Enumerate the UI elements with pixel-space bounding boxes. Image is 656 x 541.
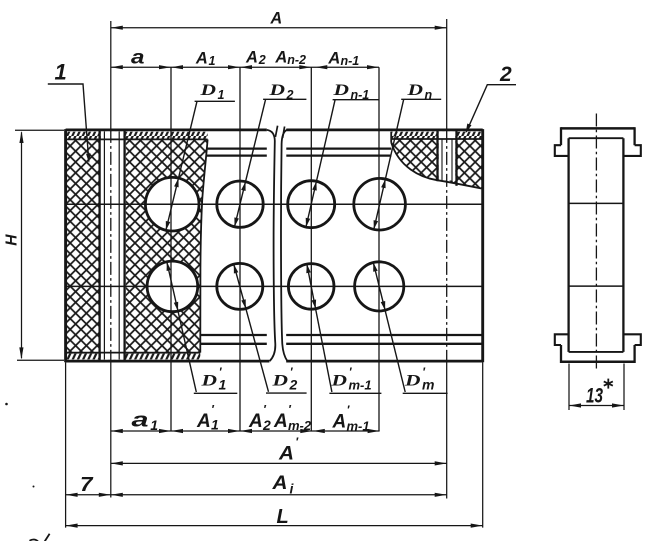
svg-text:A: A bbox=[278, 444, 294, 465]
svg-text:1: 1 bbox=[55, 59, 67, 84]
svg-text:1: 1 bbox=[219, 377, 227, 393]
svg-text:A: A bbox=[270, 10, 283, 28]
svg-text:′: ′ bbox=[347, 403, 351, 417]
svg-text:A: A bbox=[245, 49, 258, 67]
svg-text:D: D bbox=[200, 373, 217, 390]
svg-text:′: ′ bbox=[295, 435, 299, 449]
svg-text:m-2: m-2 bbox=[288, 418, 312, 433]
svg-text:7: 7 bbox=[80, 474, 93, 496]
svg-text:n: n bbox=[425, 88, 433, 102]
svg-text:′: ′ bbox=[219, 367, 223, 379]
svg-text:n-2: n-2 bbox=[287, 53, 306, 67]
svg-text:a: a bbox=[131, 46, 145, 68]
svg-text:D: D bbox=[199, 82, 216, 99]
svg-text:′: ′ bbox=[263, 403, 267, 417]
svg-text:′: ′ bbox=[349, 367, 353, 379]
svg-text:′: ′ bbox=[422, 367, 426, 379]
svg-text:D: D bbox=[332, 82, 349, 99]
svg-text:′: ′ bbox=[288, 403, 292, 417]
svg-text:A: A bbox=[274, 49, 287, 67]
svg-text:′: ′ bbox=[290, 367, 294, 379]
svg-text:2: 2 bbox=[499, 63, 512, 86]
svg-text:1: 1 bbox=[218, 88, 225, 102]
svg-text:13: 13 bbox=[586, 384, 603, 407]
svg-text:m-1: m-1 bbox=[347, 418, 370, 433]
svg-text:A: A bbox=[327, 50, 340, 68]
svg-text:D: D bbox=[330, 373, 347, 390]
svg-text:A: A bbox=[196, 411, 211, 432]
svg-text:1: 1 bbox=[209, 54, 216, 68]
svg-text:1: 1 bbox=[211, 417, 219, 433]
svg-text:A: A bbox=[195, 50, 208, 68]
svg-text:a: a bbox=[132, 409, 149, 432]
svg-text:n-1: n-1 bbox=[351, 88, 370, 102]
svg-text:m-1: m-1 bbox=[349, 378, 372, 393]
svg-text:D: D bbox=[271, 372, 288, 389]
svg-text:2: 2 bbox=[286, 88, 294, 102]
svg-text:1: 1 bbox=[150, 417, 158, 433]
svg-text:L: L bbox=[277, 506, 289, 528]
svg-text:A: A bbox=[248, 411, 263, 432]
svg-text:A: A bbox=[273, 411, 288, 432]
svg-text:A: A bbox=[332, 412, 347, 433]
svg-text:n-1: n-1 bbox=[341, 54, 360, 68]
svg-text:H: H bbox=[4, 234, 21, 246]
svg-text:A: A bbox=[271, 473, 287, 494]
svg-text:D: D bbox=[406, 82, 423, 99]
svg-text:D: D bbox=[268, 82, 285, 99]
svg-text:D: D bbox=[404, 373, 421, 390]
svg-text:2: 2 bbox=[289, 376, 298, 392]
svg-text:2: 2 bbox=[258, 53, 266, 67]
svg-text:′: ′ bbox=[211, 402, 215, 416]
svg-text:2: 2 bbox=[262, 417, 271, 433]
svg-text:i: i bbox=[290, 481, 295, 497]
svg-text:m: m bbox=[422, 377, 434, 393]
